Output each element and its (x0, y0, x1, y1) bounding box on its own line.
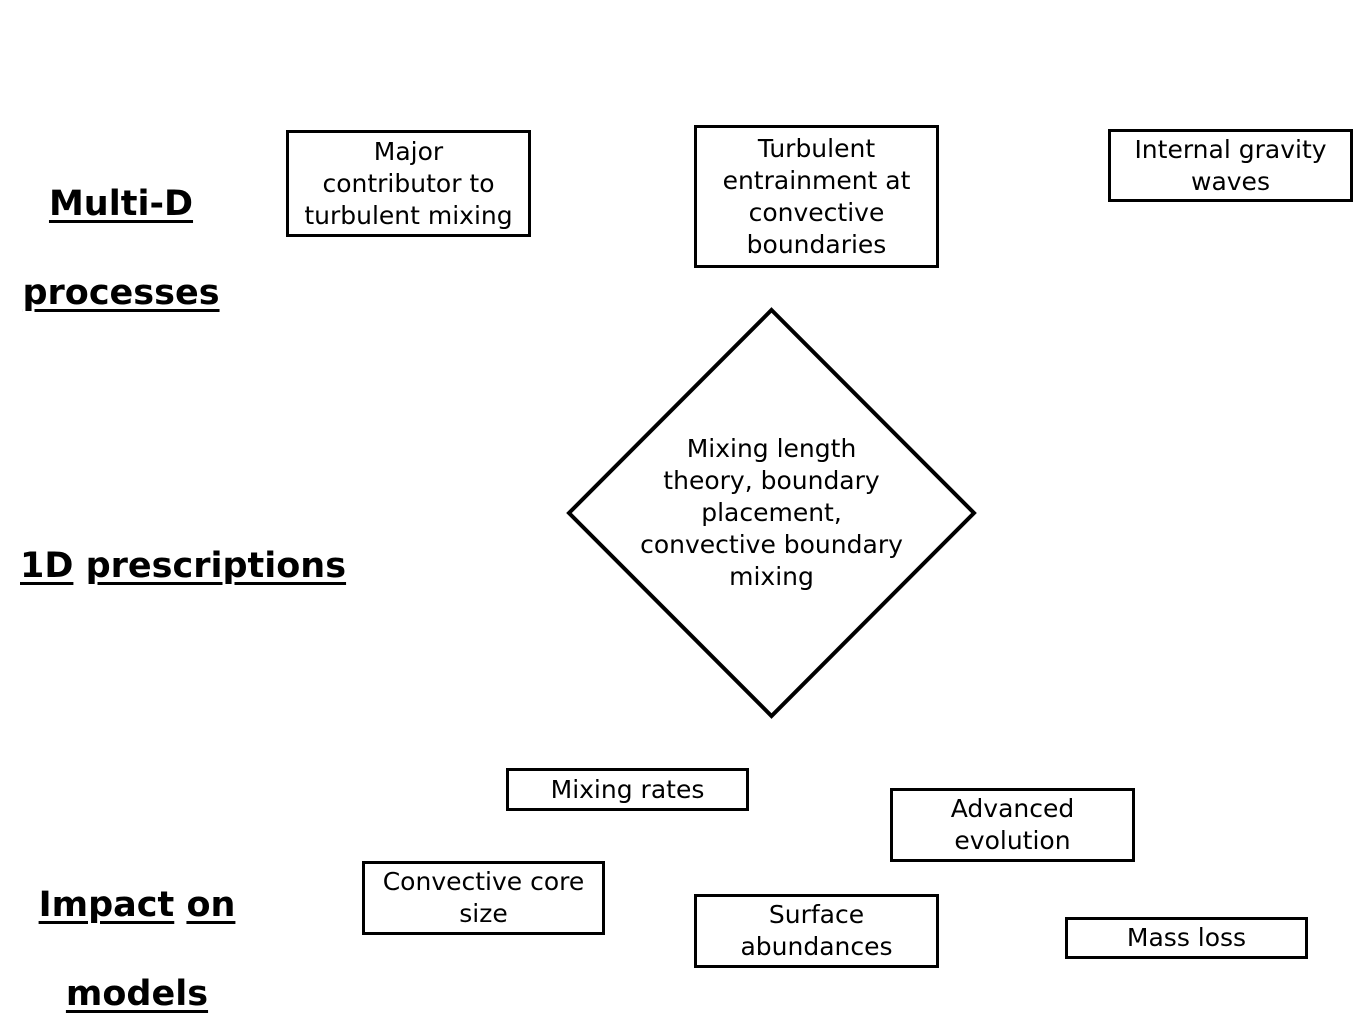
box-turbulent-entrainment[interactable]: Turbulent entrainment at convective boun… (694, 125, 939, 268)
diamond-outline (566, 307, 977, 719)
box-convective-core-size[interactable]: Convective core size (362, 861, 605, 935)
row-label-line-2: processes (22, 273, 220, 314)
box-internal-gravity-waves[interactable]: Internal gravity waves (1108, 129, 1353, 202)
box-surface-abundances[interactable]: Surface abundances (694, 894, 939, 968)
box-advanced-evolution[interactable]: Advanced evolution (890, 788, 1135, 862)
row-label-line-1: Impact on (38, 884, 236, 925)
box-mixing-rates[interactable]: Mixing rates (506, 768, 749, 811)
row-label-1d-prescriptions: 1D prescriptions (20, 499, 380, 633)
row-label-impact-on-models: Impact on models (22, 838, 252, 1024)
box-major-contributor[interactable]: Major contributor to turbulent mixing (286, 130, 531, 237)
row-label-line-1: 1D prescriptions (20, 545, 347, 586)
row-label-line-1: Multi-D (48, 183, 194, 224)
row-label-line-2: models (65, 974, 209, 1015)
diamond-mixing-length-theory[interactable]: Mixing length theory, boundary placement… (566, 307, 977, 719)
box-mass-loss[interactable]: Mass loss (1065, 917, 1308, 959)
row-label-multi-d-processes: Multi-D processes (16, 137, 226, 361)
